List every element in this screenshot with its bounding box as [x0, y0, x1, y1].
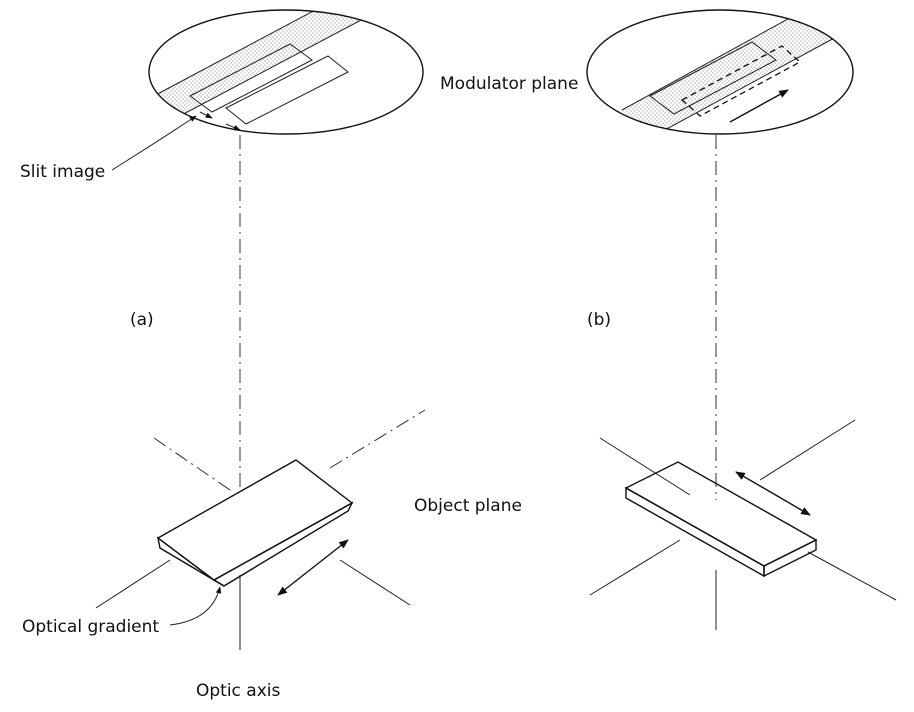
optic-axis-label: Optic axis — [196, 681, 281, 701]
modulator-arrow-b — [729, 89, 789, 123]
dashed-window-b — [680, 45, 802, 117]
object-slab-a — [156, 459, 354, 587]
modulator-plane-label: Modulator plane — [440, 74, 578, 94]
motion-arrow-a — [277, 539, 349, 596]
slit-rect-b — [649, 41, 777, 115]
slit-image-leader — [111, 115, 197, 171]
slit-image-label: Slit image — [20, 162, 105, 182]
modulator-disk-a — [148, 9, 424, 135]
object-plane-axes-a — [95, 409, 426, 609]
stippled-band-a — [150, 10, 380, 118]
object-slab-b — [624, 461, 818, 578]
modulator-window-a — [225, 55, 349, 125]
stippled-band-b — [622, 10, 838, 134]
optical-gradient-leader — [169, 586, 222, 626]
panel-b-label: (b) — [587, 310, 611, 330]
object-plane-axes-b — [589, 419, 897, 601]
object-plane-label: Object plane — [414, 496, 522, 516]
optical-gradient-label: Optical gradient — [22, 617, 159, 637]
panel-a-label: (a) — [130, 310, 154, 330]
motion-arrow-b — [735, 471, 811, 516]
slit-image-rect — [189, 43, 313, 113]
modulator-disk-b — [586, 9, 854, 135]
